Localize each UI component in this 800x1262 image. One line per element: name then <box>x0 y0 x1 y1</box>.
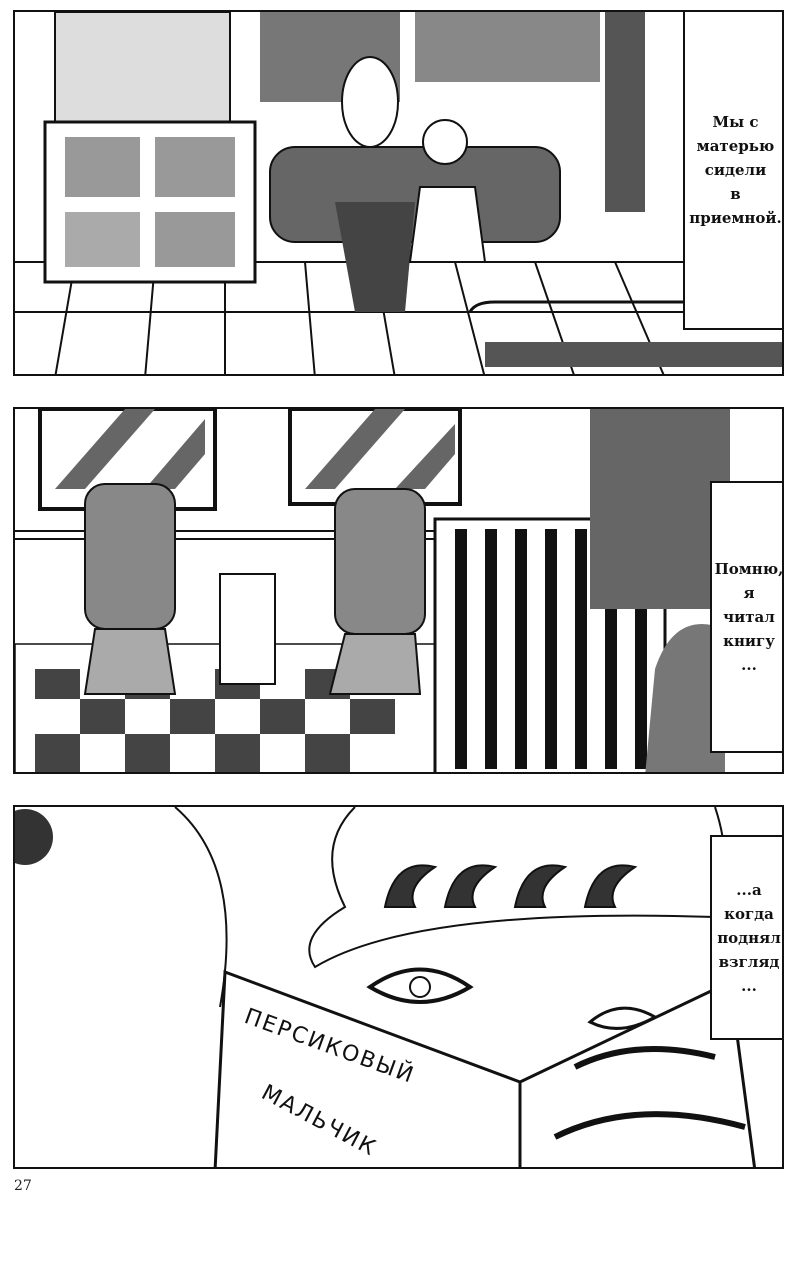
reading-book-illustration: ПЕРСИКОВЫЙ МАЛЬЧИК <box>15 807 756 1167</box>
page-number: 27 <box>14 1178 32 1194</box>
caption-line: я <box>743 584 755 602</box>
caption-line: когда <box>724 904 774 923</box>
barber-room-illustration <box>15 409 730 772</box>
caption-line: Мы с <box>712 113 759 131</box>
waiting-room-illustration <box>15 12 782 374</box>
caption-line: приемной. <box>689 209 782 227</box>
caption-line: взгляд <box>718 952 780 971</box>
caption-line: матерью <box>696 137 775 155</box>
caption-box: Помню, я читал книгу ... <box>710 481 784 753</box>
panel-barber-room: Помню, я читал книгу ... <box>13 407 784 774</box>
caption-line: поднял <box>717 928 781 947</box>
panel-waiting-room: Мы с матерью сидели в приемной. <box>13 10 784 376</box>
caption-line: читал <box>723 608 775 626</box>
caption-line: в <box>730 185 741 203</box>
caption-line: ... <box>741 656 757 674</box>
caption-line: сидели <box>704 161 767 179</box>
caption-line: книгу <box>723 632 775 650</box>
caption-line: ...а <box>736 880 762 899</box>
caption-line: ... <box>741 976 757 995</box>
caption-line: Помню, <box>714 560 784 578</box>
caption-box: ...а когда поднял взгляд ... <box>710 835 782 1040</box>
caption-box: Мы с матерью сидели в приемной. <box>683 12 782 330</box>
panel-reading-book: ПЕРСИКОВЫЙ МАЛЬЧИК ...а когда поднял взг… <box>13 805 784 1169</box>
